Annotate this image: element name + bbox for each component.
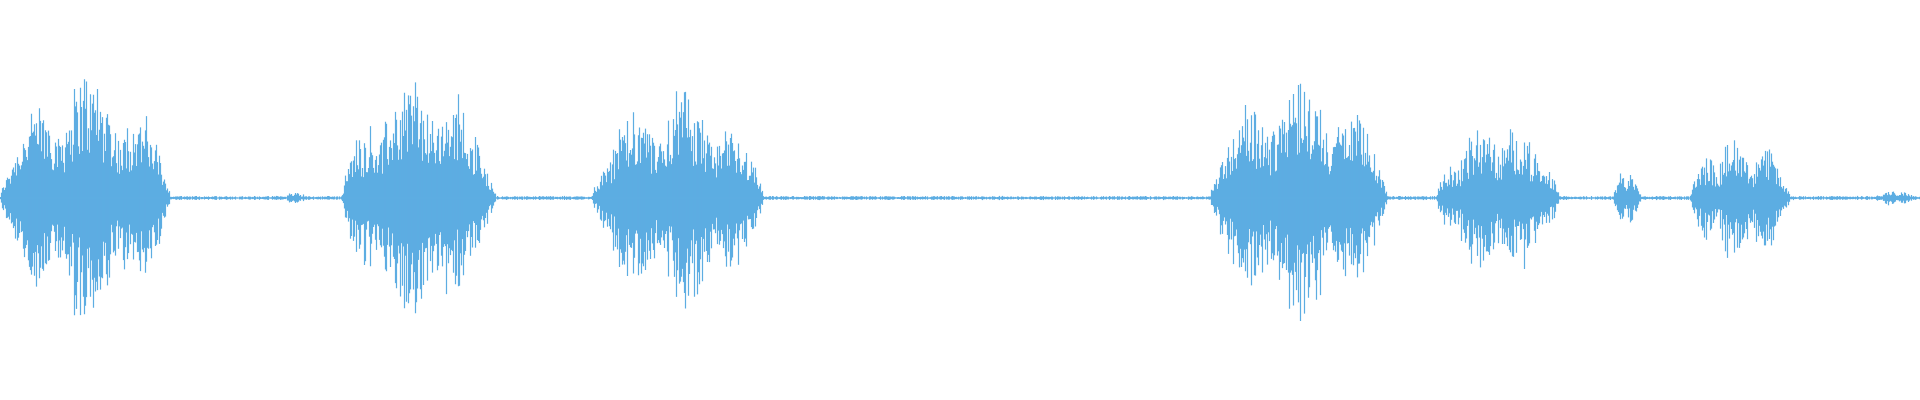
waveform-bars bbox=[0, 79, 1920, 321]
